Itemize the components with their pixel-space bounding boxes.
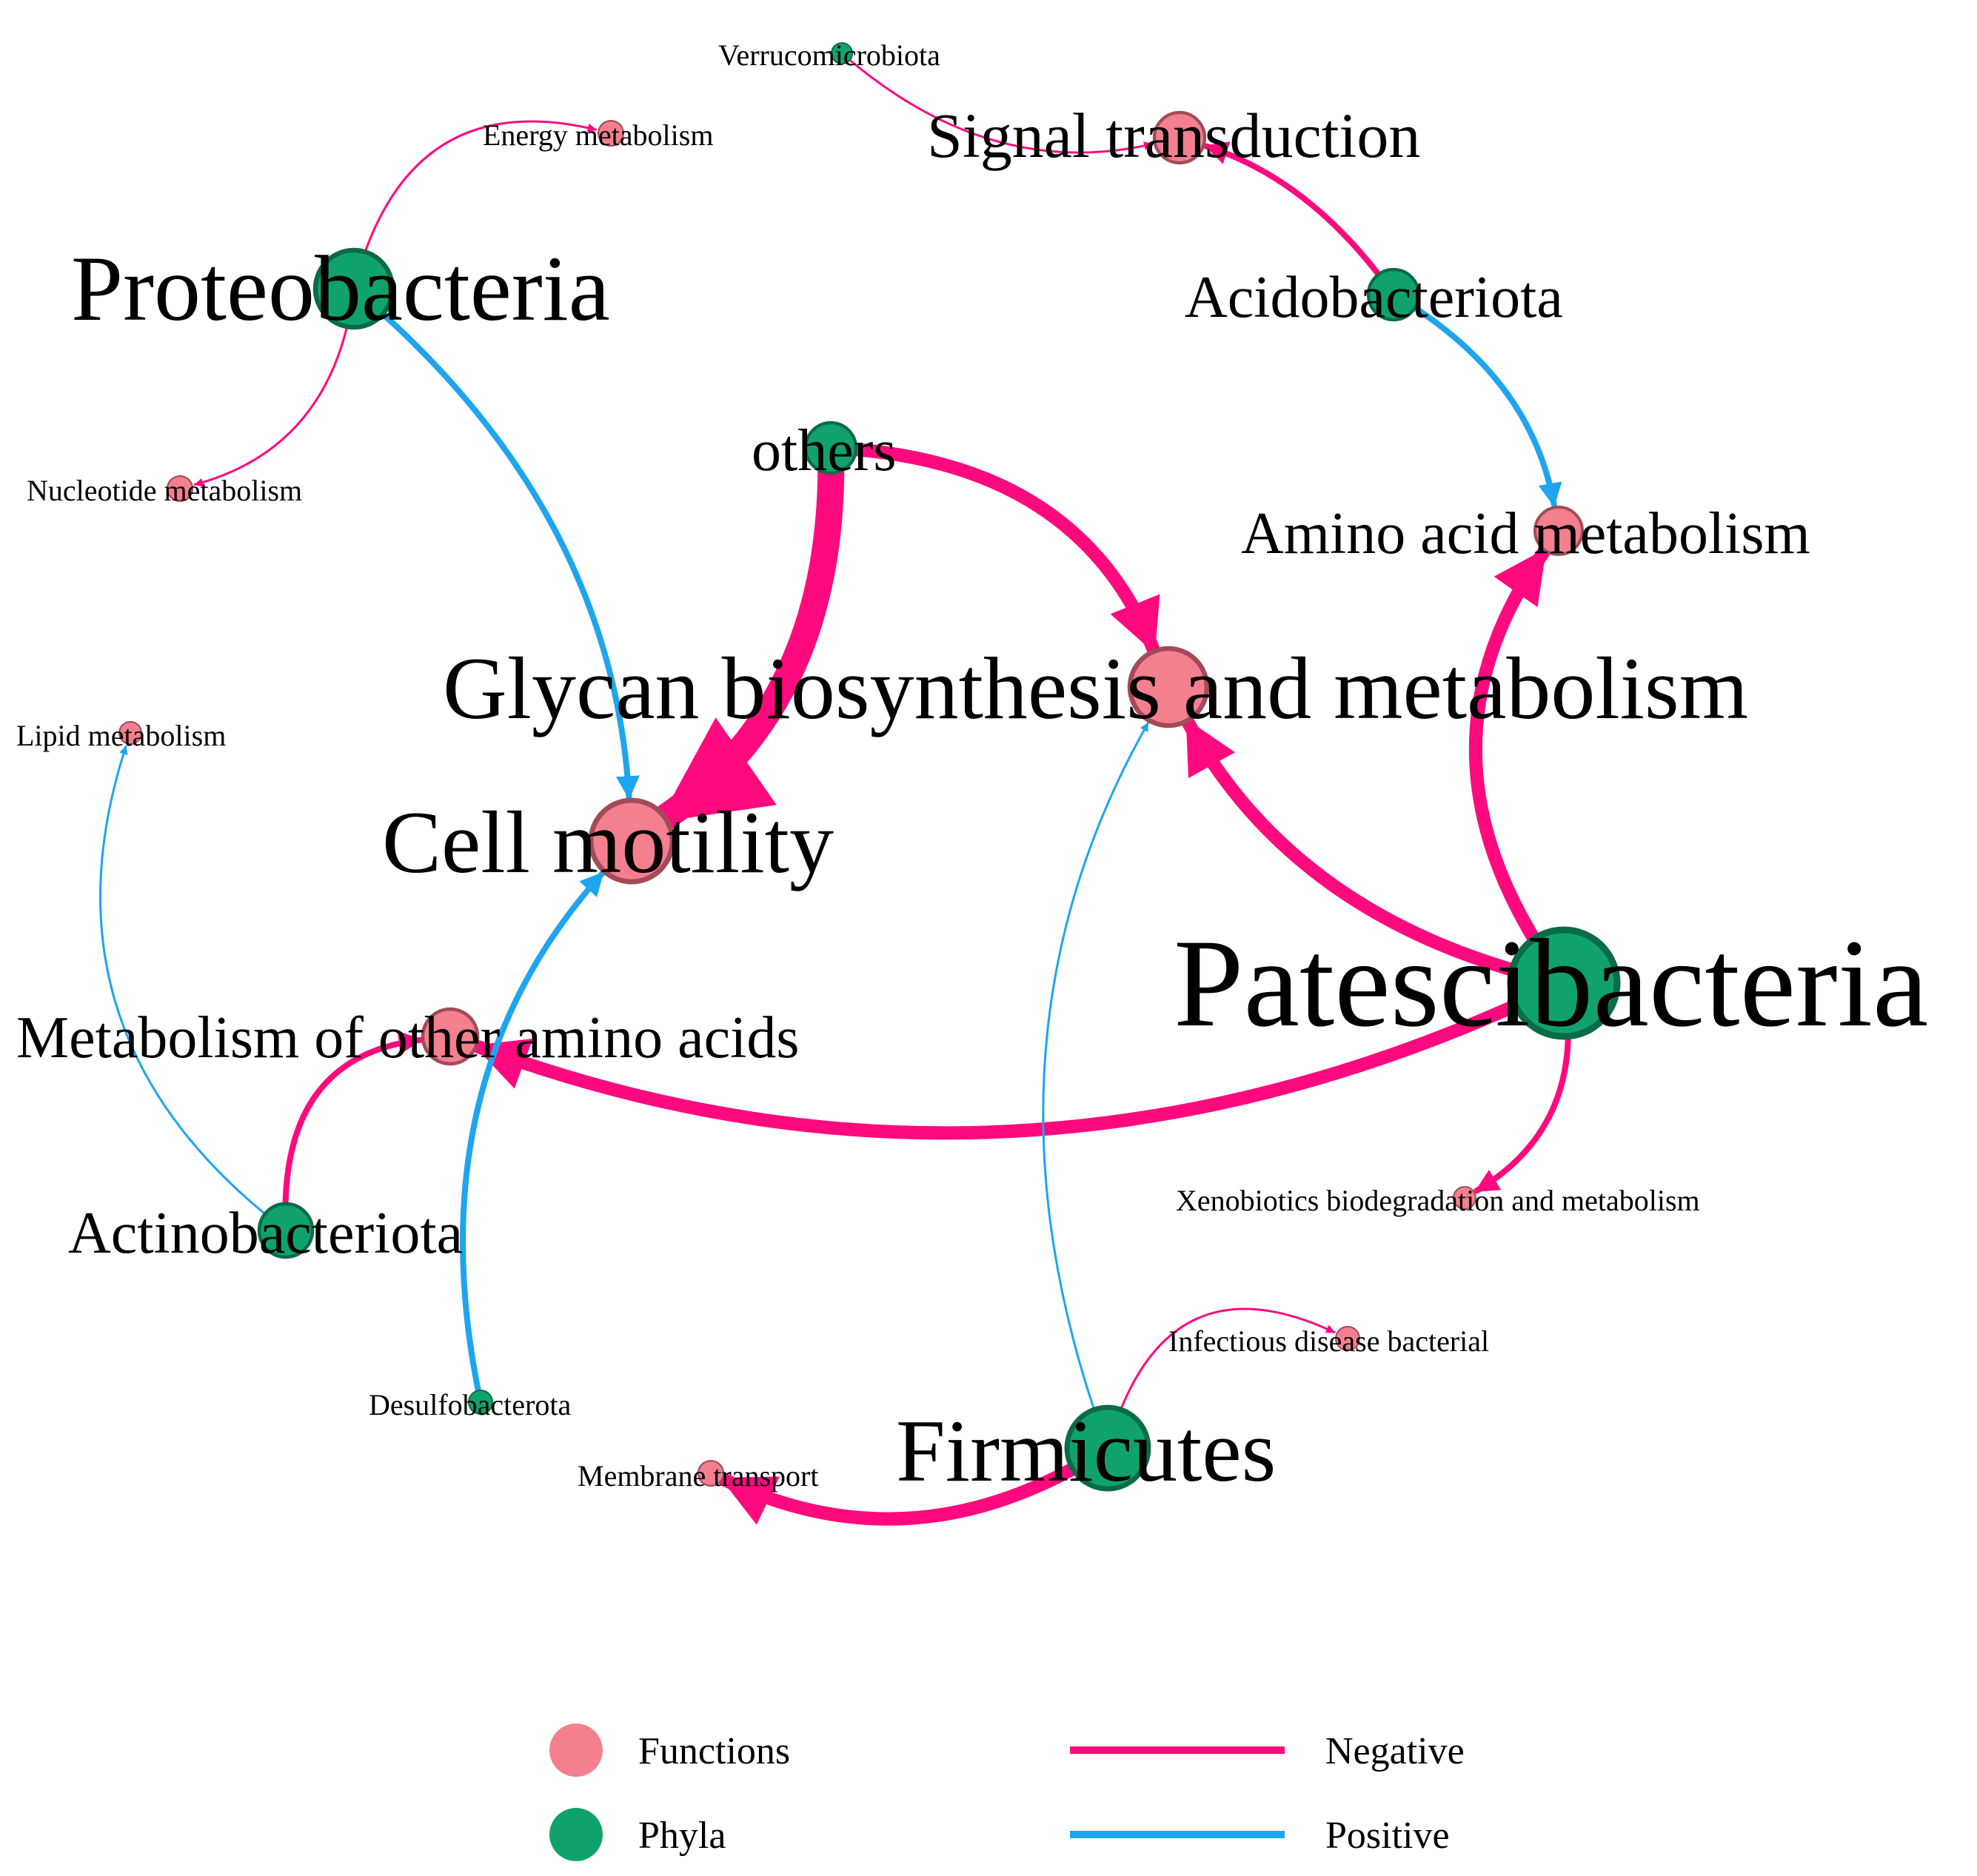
node-amino-acid-metabolism: [1533, 506, 1584, 556]
node-actinobacteriota: [257, 1202, 315, 1259]
legend-functions-label: Functions: [638, 1730, 790, 1772]
node-label-firmicutes: Firmicutes: [896, 1401, 1276, 1500]
node-label-glycan-biosynthesis: Glycan biosynthesis and metabolism: [443, 639, 1748, 737]
node-xenobiotics: [1453, 1186, 1476, 1210]
node-label-infectious-disease: Infectious disease bacterial: [1168, 1324, 1489, 1358]
node-label-membrane-transport: Membrane transport: [578, 1459, 818, 1493]
node-infectious-disease: [1335, 1326, 1360, 1351]
node-label-signal-transduction: Signal transduction: [927, 100, 1420, 171]
node-label-amino-acid-metabolism: Amino acid metabolism: [1241, 501, 1810, 566]
node-glycan-biosynthesis: [1127, 646, 1210, 728]
node-label-others: others: [752, 418, 897, 483]
legend-negative-label: Negative: [1325, 1730, 1465, 1772]
legend-positive-label: Positive: [1325, 1815, 1450, 1857]
node-membrane-transport: [697, 1459, 725, 1487]
node-firmicutes: [1064, 1404, 1151, 1492]
node-lipid-metabolism: [118, 721, 142, 745]
edge-firmicutes-to-glycan-biosynthesis: [1042, 722, 1149, 1450]
node-acidobacteriota: [1366, 267, 1421, 322]
node-metabolism-other-amino-acids: [421, 1007, 480, 1066]
edge-others-to-glycan-biosynthesis: [824, 441, 1160, 656]
edge-verrucomicrobiota-to-signal-transduction: [840, 52, 1154, 154]
edge-others-to-cell-motility: [654, 435, 845, 830]
node-label-verrucomicrobiota: Verrucomicrobiota: [718, 38, 940, 72]
node-proteobacteria: [312, 247, 395, 330]
node-signal-transduction: [1152, 110, 1207, 165]
node-label-lipid-metabolism: Lipid metabolism: [16, 719, 226, 752]
node-label-xenobiotics: Xenobiotics biodegradation and metabolis…: [1176, 1184, 1700, 1217]
node-label-actinobacteriota: Actinobacteriota: [68, 1201, 463, 1266]
node-desulfobacterota: [468, 1390, 493, 1415]
edge-acidobacteriota-to-amino-acid-metabolism: [1391, 292, 1562, 508]
legend: Functions Phyla Negative Positive: [549, 1723, 1465, 1861]
edge-actinobacteriota-to-metabolism-other-amino-acids: [282, 1031, 424, 1233]
node-energy-metabolism: [597, 119, 625, 147]
edge-patescibacteria-to-amino-acid-metabolism: [1468, 546, 1570, 990]
edge-patescibacteria-to-metabolism-other-amino-acids: [472, 976, 1570, 1140]
edge-proteobacteria-to-energy-metabolism: [352, 120, 598, 290]
node-nucleotide-metabolism: [166, 475, 194, 503]
node-label-patescibacteria: Patescibacteria: [1174, 914, 1928, 1053]
node-label-acidobacteriota: Acidobacteriota: [1185, 265, 1563, 330]
edge-proteobacteria-to-cell-motility: [351, 286, 640, 801]
edge-acidobacteriota-to-signal-transduction: [1203, 141, 1396, 298]
node-label-energy-metabolism: Energy metabolism: [483, 118, 713, 152]
node-label-desulfobacterota: Desulfobacterota: [369, 1388, 571, 1421]
legend-phyla-swatch: [549, 1808, 603, 1861]
node-cell-motility: [588, 797, 675, 885]
legend-functions-swatch: [549, 1723, 603, 1777]
node-label-metabolism-other-amino-acids: Metabolism of other amino acids: [16, 1005, 800, 1071]
edge-firmicutes-to-infectious-disease: [1106, 1307, 1336, 1450]
legend-phyla-label: Phyla: [638, 1815, 726, 1857]
node-verrucomicrobiota: [831, 42, 853, 64]
edge-firmicutes-to-membrane-transport: [717, 1441, 1114, 1526]
edge-desulfobacterota-to-cell-motility: [460, 870, 606, 1405]
edge-patescibacteria-to-glycan-biosynthesis: [1182, 717, 1570, 990]
nodes-layer: [118, 42, 1621, 1492]
node-label-proteobacteria: Proteobacteria: [71, 238, 610, 341]
node-label-nucleotide-metabolism: Nucleotide metabolism: [27, 474, 302, 507]
edge-actinobacteriota-to-lipid-metabolism: [99, 745, 287, 1232]
node-patescibacteria: [1507, 926, 1621, 1040]
node-label-cell-motility: Cell motility: [382, 793, 834, 891]
node-others: [803, 421, 858, 475]
